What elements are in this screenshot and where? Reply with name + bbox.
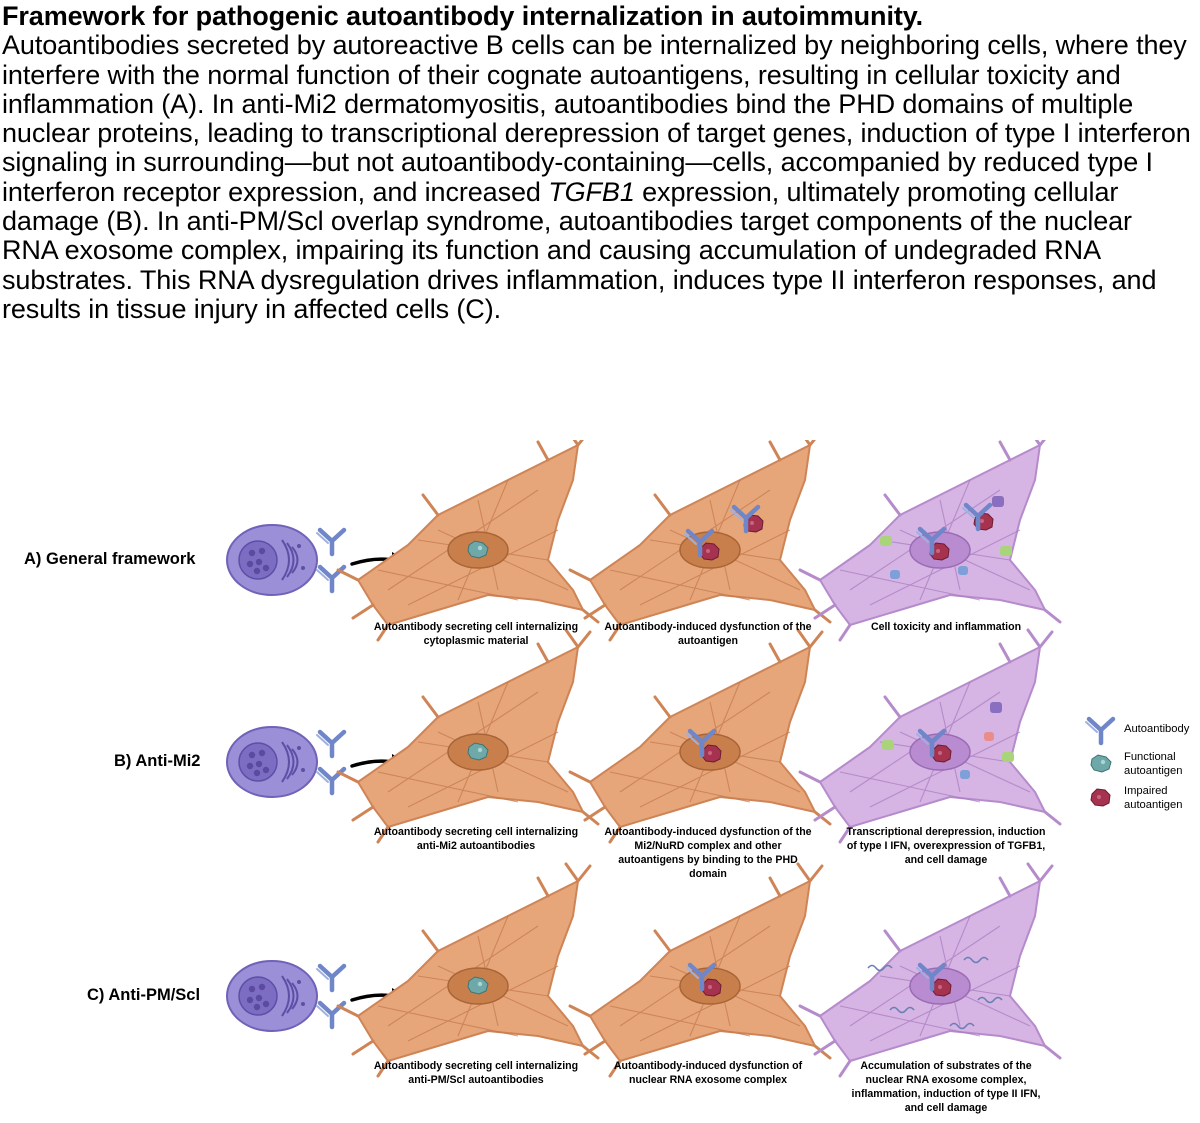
b-cell-icon <box>226 960 318 1032</box>
rna-substrate-icon <box>867 956 1003 1030</box>
inflamed-cell-icon <box>798 628 1062 844</box>
inflammation-marker-icon <box>992 496 1004 507</box>
row-b-caption-1: Autoantibody secreting cell internalizin… <box>373 826 579 852</box>
row-c-label: C) Anti-PM/Scl <box>87 986 201 1004</box>
row-b-graphics <box>226 628 1062 844</box>
legend-autoantibody-icon <box>1086 719 1113 743</box>
inflamed-cell-icon <box>798 862 1062 1078</box>
caption-text-part2: expression, ultimately promoting cellula… <box>2 176 1157 324</box>
inflammation-marker-icon <box>890 570 900 579</box>
impaired-autoantigen-icon <box>931 978 952 997</box>
row-a-caption-1: Autoantibody secreting cell internalizin… <box>373 621 579 647</box>
fibroblast-cell-icon <box>568 862 832 1078</box>
fibroblast-cell-icon <box>336 440 600 642</box>
fibroblast-cell-icon <box>336 862 600 1078</box>
legend-functional-autoantigen-label: Functional autoantigen <box>1124 751 1183 777</box>
framework-illustration <box>226 440 1200 1078</box>
b-cell-icon <box>226 726 318 798</box>
inflammation-marker-icon <box>958 566 968 575</box>
row-b-caption-3: Transcriptional derepression, induction … <box>846 826 1046 866</box>
inflammation-marker-icon <box>990 702 1002 713</box>
fibroblast-cell-icon <box>568 628 832 844</box>
inflammation-marker-icon <box>880 536 892 546</box>
antibody-icon <box>317 966 344 990</box>
row-a-caption-3: Cell toxicity and inflammation <box>870 621 1022 633</box>
row-a-graphics <box>226 440 1062 642</box>
legend-impaired-autoantigen-label: Impaired autoantigen <box>1124 785 1183 811</box>
impaired-autoantigen-icon <box>931 744 952 763</box>
legend-functional-autoantigen-icon <box>1090 754 1112 773</box>
row-b-label: B) Anti-Mi2 <box>114 752 201 770</box>
inflammation-marker-icon <box>1000 546 1012 556</box>
row-c-graphics <box>226 862 1062 1078</box>
impaired-autoantigen-icon <box>701 978 722 997</box>
caption-text-part1: Autoantibodies secreted by autoreactive … <box>2 30 1191 207</box>
inflammation-marker-icon <box>882 740 894 750</box>
row-a-caption-2: Autoantibody-induced dysfunction of the … <box>604 621 812 647</box>
row-c-caption-1: Autoantibody secreting cell internalizin… <box>373 1060 579 1086</box>
row-a-label: A) General framework <box>24 550 196 568</box>
antibody-icon <box>317 530 344 554</box>
legend-impaired-autoantigen-icon <box>1090 788 1111 807</box>
antibody-icon <box>317 732 344 756</box>
legend-autoantibody-label: Autoantibody <box>1124 723 1190 735</box>
inflammation-marker-icon <box>984 732 994 741</box>
b-cell-icon <box>226 524 318 596</box>
row-c-caption-2: Autoantibody-induced dysfunction of nucl… <box>613 1060 803 1086</box>
inflammation-marker-icon <box>1002 752 1014 762</box>
inflammation-marker-icon <box>960 770 970 779</box>
impaired-autoantigen-icon <box>699 542 720 561</box>
impaired-autoantigen-icon <box>701 744 722 763</box>
fibroblast-cell-icon <box>336 628 600 844</box>
row-c-caption-3: Accumulation of substrates of the nuclea… <box>851 1060 1041 1114</box>
figure-caption: Framework for pathogenic autoantibody in… <box>2 1 1194 324</box>
caption-title: Framework for pathogenic autoantibody in… <box>2 1 924 31</box>
caption-gene-name: TGFB1 <box>548 176 635 207</box>
legend <box>1086 719 1113 807</box>
row-b-caption-2: Autoantibody-induced dysfunction of the … <box>604 826 812 880</box>
